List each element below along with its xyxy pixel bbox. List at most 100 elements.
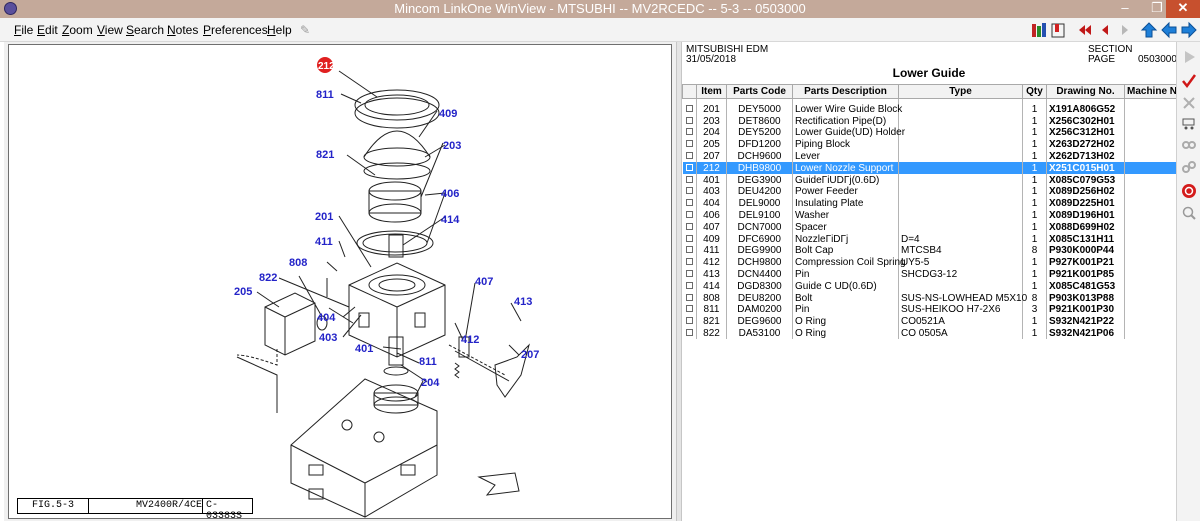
row-checkbox[interactable]	[682, 162, 697, 175]
close-button[interactable]: ✕	[1166, 0, 1200, 18]
callout-label[interactable]: 811	[316, 89, 334, 101]
menu-preferences[interactable]: Preferences	[203, 23, 268, 37]
callout-label[interactable]: 212	[318, 61, 335, 72]
back-arrow-icon[interactable]	[1160, 21, 1178, 39]
checkbox-box[interactable]	[685, 116, 693, 124]
row-checkbox[interactable]	[682, 115, 697, 128]
up-arrow-icon[interactable]	[1140, 21, 1158, 39]
row-checkbox[interactable]	[682, 209, 697, 222]
checkbox-box[interactable]	[685, 293, 693, 301]
row-checkbox[interactable]	[682, 245, 697, 257]
row-checkbox[interactable]	[682, 233, 697, 246]
row-checkbox[interactable]	[682, 315, 697, 328]
column-header-machine-no[interactable]: Machine No.	[1124, 84, 1187, 99]
row-checkbox[interactable]	[682, 186, 697, 198]
callout-label[interactable]: 406	[441, 188, 459, 200]
menu-zoom[interactable]: Zoom	[62, 23, 93, 37]
checkbox-box[interactable]	[685, 270, 693, 278]
maximize-button[interactable]: ❐	[1151, 0, 1163, 15]
checkbox-box[interactable]	[685, 317, 693, 325]
callout-label[interactable]: 412	[461, 334, 479, 346]
info-icon[interactable]	[1180, 182, 1198, 200]
menu-edit[interactable]: Edit	[37, 23, 58, 37]
menu-search[interactable]: Search	[126, 23, 164, 37]
pin-icon[interactable]: ✎	[300, 23, 311, 37]
column-header-type[interactable]: Type	[898, 84, 1023, 99]
column-header-parts-code[interactable]: Parts Code	[726, 84, 793, 99]
callout-label[interactable]: 404	[317, 312, 336, 324]
row-checkbox[interactable]	[682, 280, 697, 293]
checkbox-box[interactable]	[685, 175, 693, 183]
row-checkbox[interactable]	[682, 221, 697, 234]
forward-arrow-icon[interactable]	[1180, 21, 1198, 39]
column-header-parts-description[interactable]: Parts Description	[792, 84, 899, 99]
row-checkbox[interactable]	[682, 256, 697, 269]
checkbox-box[interactable]	[685, 329, 693, 337]
cross-icon[interactable]	[1180, 94, 1198, 112]
unlink-icon[interactable]	[1180, 158, 1198, 176]
play-icon[interactable]	[1180, 48, 1198, 66]
menu-view[interactable]: View	[97, 23, 123, 37]
checkbox-box[interactable]	[685, 163, 693, 171]
row-checkbox[interactable]	[682, 103, 697, 116]
callout-label[interactable]: 822	[259, 272, 277, 284]
checkbox-box[interactable]	[685, 246, 693, 254]
books-icon[interactable]	[1030, 21, 1048, 39]
column-header-item[interactable]: Item	[696, 84, 727, 99]
checkbox-box[interactable]	[685, 128, 693, 136]
minimize-button[interactable]: –	[1121, 0, 1129, 15]
row-checkbox[interactable]	[682, 327, 697, 340]
checkbox-box[interactable]	[685, 104, 693, 112]
exploded-drawing[interactable]: 212 811 409 821 203 406 201 414 411 808 …	[8, 44, 672, 522]
row-checkbox[interactable]	[682, 174, 697, 187]
callout-label[interactable]: 201	[315, 211, 333, 223]
checkbox-box[interactable]	[685, 199, 693, 207]
row-checkbox[interactable]	[682, 150, 697, 163]
cart-icon[interactable]	[1180, 114, 1198, 132]
checkbox-box[interactable]	[685, 222, 693, 230]
previous-page-icon[interactable]	[1096, 21, 1114, 39]
bookmark-icon[interactable]	[1050, 21, 1068, 39]
row-checkbox[interactable]	[682, 197, 697, 210]
checkbox-box[interactable]	[685, 211, 693, 219]
first-page-icon[interactable]	[1076, 21, 1094, 39]
checkbox-box[interactable]	[685, 258, 693, 266]
callout-label[interactable]: 409	[439, 108, 457, 120]
callout-label[interactable]: 207	[521, 349, 539, 361]
menu-help[interactable]: Help	[267, 23, 292, 37]
menu-notes[interactable]: Notes	[167, 23, 198, 37]
row-checkbox[interactable]	[682, 304, 697, 316]
menu-file[interactable]: File	[14, 23, 33, 37]
callout-label[interactable]: 203	[443, 140, 461, 152]
row-checkbox[interactable]	[682, 268, 697, 281]
checkbox-box[interactable]	[685, 187, 693, 195]
row-checkbox[interactable]	[682, 127, 697, 139]
row-checkbox[interactable]	[682, 292, 697, 305]
callout-label[interactable]: 808	[289, 257, 307, 269]
row-checkbox[interactable]	[682, 138, 697, 151]
checkbox-box[interactable]	[685, 140, 693, 148]
checkmark-icon[interactable]	[1180, 72, 1198, 90]
checkbox-box[interactable]	[685, 234, 693, 242]
column-header-qty[interactable]: Qty	[1022, 84, 1047, 99]
callout-label[interactable]: 403	[319, 332, 337, 344]
panel-splitter[interactable]	[676, 42, 682, 521]
link-icon[interactable]	[1180, 136, 1198, 154]
callout-label[interactable]: 811	[419, 356, 437, 368]
next-page-icon[interactable]	[1116, 21, 1134, 39]
